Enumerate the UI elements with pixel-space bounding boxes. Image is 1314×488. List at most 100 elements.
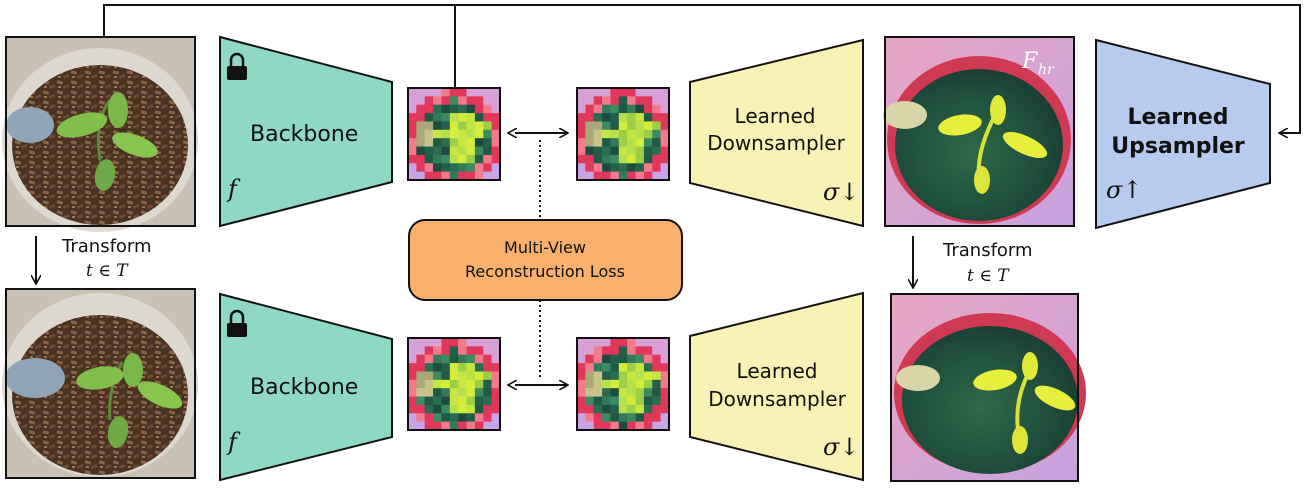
feature-cell xyxy=(424,363,434,372)
feature-cell xyxy=(577,346,586,356)
upsampler: Learned Upsampler σ↑ xyxy=(1095,38,1271,230)
transform-right-label: Transform xyxy=(942,240,1033,261)
feature-cell xyxy=(618,379,628,389)
feature-cell xyxy=(585,396,595,406)
feature-cell xyxy=(593,104,603,114)
feature-cell xyxy=(643,354,653,364)
feature-cell xyxy=(652,121,661,131)
feature-cell xyxy=(433,113,442,122)
feature-cell xyxy=(643,104,653,114)
feature-cell xyxy=(593,396,603,406)
feature-cell xyxy=(602,138,611,147)
feature-cell xyxy=(449,379,459,389)
feature-cell xyxy=(660,129,670,139)
feature-cell xyxy=(618,388,628,397)
backbone-bottom-label: Backbone xyxy=(250,375,358,400)
feature-cell xyxy=(610,129,620,139)
feature-cell xyxy=(491,396,501,406)
feature-cell xyxy=(585,421,595,431)
feature-cell xyxy=(627,113,636,122)
feature-cell xyxy=(660,104,670,114)
feature-cell xyxy=(593,88,603,97)
feature-cell xyxy=(441,371,451,381)
feature-cell xyxy=(577,96,586,106)
feature-cell xyxy=(652,171,661,181)
feature-cell xyxy=(458,388,467,397)
feature-cell xyxy=(643,379,653,389)
feature-cell xyxy=(433,354,442,364)
feature-cell xyxy=(593,163,603,172)
feature-cell xyxy=(466,396,476,406)
feature-cell xyxy=(458,163,467,172)
feature-cell xyxy=(441,413,451,422)
feature-cell xyxy=(424,138,434,147)
feature-cell xyxy=(618,338,628,347)
feature-cell xyxy=(449,338,459,347)
feature-cell xyxy=(491,413,501,422)
feature-cell xyxy=(449,121,459,131)
upsampler-symbol: σ↑ xyxy=(1106,176,1143,204)
feature-cell xyxy=(660,154,670,164)
feature-cell xyxy=(424,421,434,431)
feature-cell xyxy=(458,171,467,181)
feature-cell xyxy=(416,354,426,364)
feature-cell xyxy=(610,413,620,422)
feature-cell xyxy=(433,413,442,422)
feature-cell xyxy=(577,396,586,406)
feature-cell xyxy=(491,371,501,381)
feature-cell xyxy=(424,404,434,414)
feature-cell xyxy=(474,338,484,347)
feature-cell xyxy=(416,104,426,114)
feature-cell xyxy=(466,171,476,181)
feature-cell xyxy=(660,371,670,381)
feature-cell xyxy=(593,138,603,147)
feature-cell xyxy=(474,388,484,397)
feature-cell xyxy=(652,146,661,156)
feature-cell xyxy=(577,154,586,164)
feature-cell xyxy=(643,121,653,131)
feature-cell xyxy=(635,354,645,364)
feature-cell xyxy=(585,379,595,389)
feature-cell xyxy=(449,104,459,114)
feature-cell xyxy=(416,421,426,431)
feature-cell xyxy=(466,371,476,381)
feature-cell xyxy=(585,104,595,114)
feature-cell xyxy=(433,104,442,114)
feature-cell xyxy=(627,129,636,139)
hr-features-bottom xyxy=(890,293,1086,482)
feature-cell xyxy=(483,146,492,156)
feature-cell xyxy=(627,388,636,397)
feature-cell xyxy=(466,129,476,139)
feature-cell xyxy=(441,96,451,106)
feature-map-top-downsampled xyxy=(576,87,670,181)
feature-cell xyxy=(577,88,586,97)
feature-cell xyxy=(408,163,417,172)
feature-cell xyxy=(627,146,636,156)
feature-cell xyxy=(643,171,653,181)
feature-cell xyxy=(577,113,586,122)
feature-cell xyxy=(643,163,653,172)
feature-cell xyxy=(441,354,451,364)
feature-cell xyxy=(577,371,586,381)
feature-cell xyxy=(593,421,603,431)
feature-cell xyxy=(466,163,476,172)
feature-cell xyxy=(577,404,586,414)
feature-cell xyxy=(652,421,661,431)
feature-cell xyxy=(416,154,426,164)
feature-cell xyxy=(585,413,595,422)
feature-cell xyxy=(458,354,467,364)
loss-line2: Reconstruction Loss xyxy=(465,262,625,281)
feature-cell xyxy=(593,371,603,381)
feature-cell xyxy=(474,129,484,139)
feature-cell xyxy=(593,413,603,422)
feature-cell xyxy=(593,96,603,106)
feature-cell xyxy=(577,129,586,139)
feature-cell xyxy=(602,113,611,122)
feature-map-frame xyxy=(407,337,501,431)
feature-cell xyxy=(416,163,426,172)
feature-cell xyxy=(635,388,645,397)
feature-cell xyxy=(441,171,451,181)
feature-cell xyxy=(458,421,467,431)
feature-cell xyxy=(627,396,636,406)
feature-cell xyxy=(483,163,492,172)
